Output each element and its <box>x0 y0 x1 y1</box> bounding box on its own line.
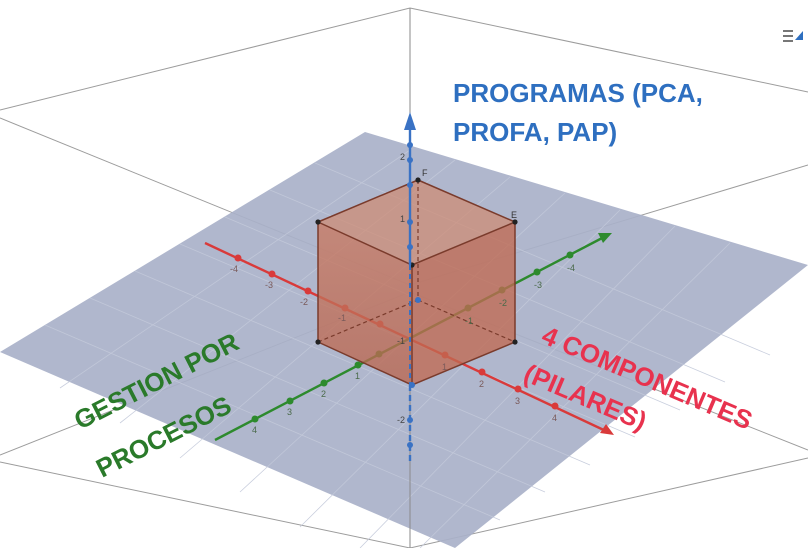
green-tick-label: 1 <box>355 371 360 381</box>
red-tick-label: -4 <box>230 264 238 274</box>
cube-front-face <box>318 222 412 385</box>
programs-label-line2: PROFA, PAP) <box>453 117 617 147</box>
green-axis-ticks: 4 3 2 1 -1 -2 -3 -4 <box>252 263 575 435</box>
red-tick-label: 1 <box>442 362 447 372</box>
green-tick-label: 3 <box>287 407 292 417</box>
collapse-menu-icon[interactable] <box>782 28 804 44</box>
green-tick-label: -1 <box>465 316 473 326</box>
vertex-label-f: F <box>422 168 428 178</box>
cube <box>315 177 518 388</box>
red-tick-label: 2 <box>479 379 484 389</box>
red-tick-label: -1 <box>338 313 346 323</box>
z-tick-label: 1 <box>400 214 405 224</box>
green-tick-label: -3 <box>534 280 542 290</box>
green-tick-label: 2 <box>321 389 326 399</box>
green-tick-label: -2 <box>499 298 507 308</box>
cube-right-face <box>412 222 515 385</box>
green-tick-label: -4 <box>567 263 575 273</box>
z-tick-label: -2 <box>397 415 405 425</box>
z-tick-label: -1 <box>397 336 405 346</box>
blue-z-axis <box>404 112 416 462</box>
z-tick-label: 2 <box>400 152 405 162</box>
red-axis-ticks: -4 -3 -2 -1 1 2 3 4 <box>230 264 557 423</box>
programs-label: PROGRAMAS (PCA, PROFA, PAP) <box>453 78 703 147</box>
z-axis-points <box>407 142 413 448</box>
vertex-label-e: E <box>511 210 517 220</box>
z-axis-ticks: 2 1 -1 -2 <box>397 152 405 425</box>
red-tick-label: -3 <box>265 280 273 290</box>
red-tick-label: 4 <box>552 413 557 423</box>
red-tick-label: 3 <box>515 396 520 406</box>
green-tick-label: 4 <box>252 425 257 435</box>
red-tick-label: -2 <box>300 297 308 307</box>
programs-label-line1: PROGRAMAS (PCA, <box>453 78 703 108</box>
